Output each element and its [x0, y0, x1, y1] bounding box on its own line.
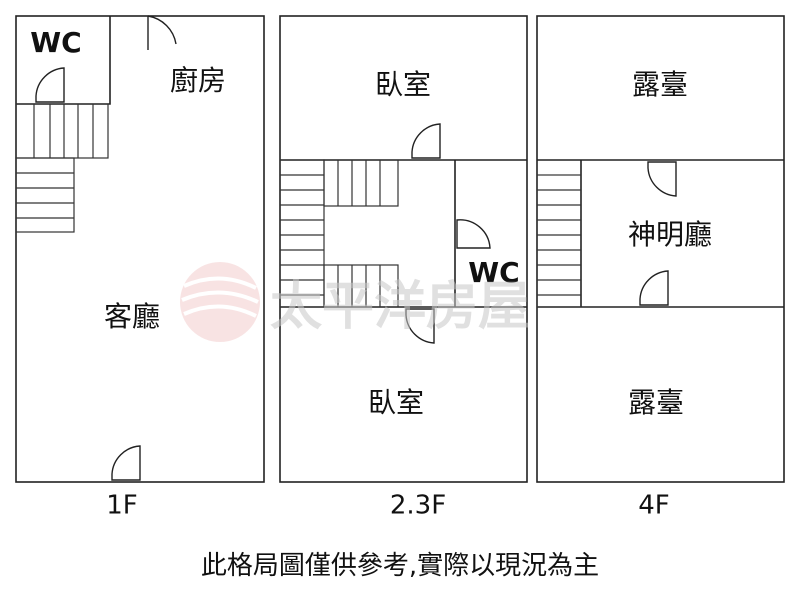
brand-logo-icon: [180, 262, 260, 342]
door-icon: [647, 161, 677, 197]
door-icon: [639, 270, 669, 306]
watermark: 太平洋房屋: [180, 262, 530, 342]
floor-label: 4F: [638, 491, 670, 521]
disclaimer-text: 此格局圖僅供參考,實際以現況為主: [200, 551, 600, 581]
floor-label: 1F: [106, 491, 138, 521]
room-label-wc: WC: [30, 26, 81, 59]
floor-1f: WC 廚房 客廳 1F: [15, 15, 265, 521]
room-label-kitchen: 廚房: [170, 64, 226, 97]
room-label-terrace: 露臺: [628, 386, 684, 419]
stairs-4f: [536, 174, 582, 308]
room-label-bedroom: 臥室: [375, 68, 431, 101]
room-label-wc: WC: [468, 256, 519, 289]
door-icon: [411, 123, 441, 159]
stairs-2-3f-upper: [323, 159, 399, 207]
stairs-1f-upper: [15, 103, 109, 159]
floor-1f-outline: [15, 15, 265, 483]
room-label-shrine-hall: 神明廳: [628, 218, 712, 251]
room-label-living: 客廳: [104, 300, 160, 333]
stairs-1f-lower: [15, 157, 75, 233]
room-label-terrace: 露臺: [632, 68, 688, 101]
stairs-2-3f-lower: [323, 264, 399, 308]
stairs-2-3f-left: [279, 159, 325, 308]
door-icon: [111, 445, 141, 481]
door-icon: [405, 308, 435, 344]
floor-4f: 露臺 神明廳 露臺 4F: [536, 15, 785, 521]
floor-label: 2.3F: [390, 491, 446, 521]
room-label-bedroom: 臥室: [368, 386, 424, 419]
door-icon: [35, 67, 65, 103]
brand-watermark: 太平洋房屋: [270, 276, 530, 337]
floor-2-3f: 臥室 WC 臥室 2.3F: [279, 15, 528, 521]
door-icon: [456, 219, 491, 249]
door-icon: [147, 15, 177, 50]
